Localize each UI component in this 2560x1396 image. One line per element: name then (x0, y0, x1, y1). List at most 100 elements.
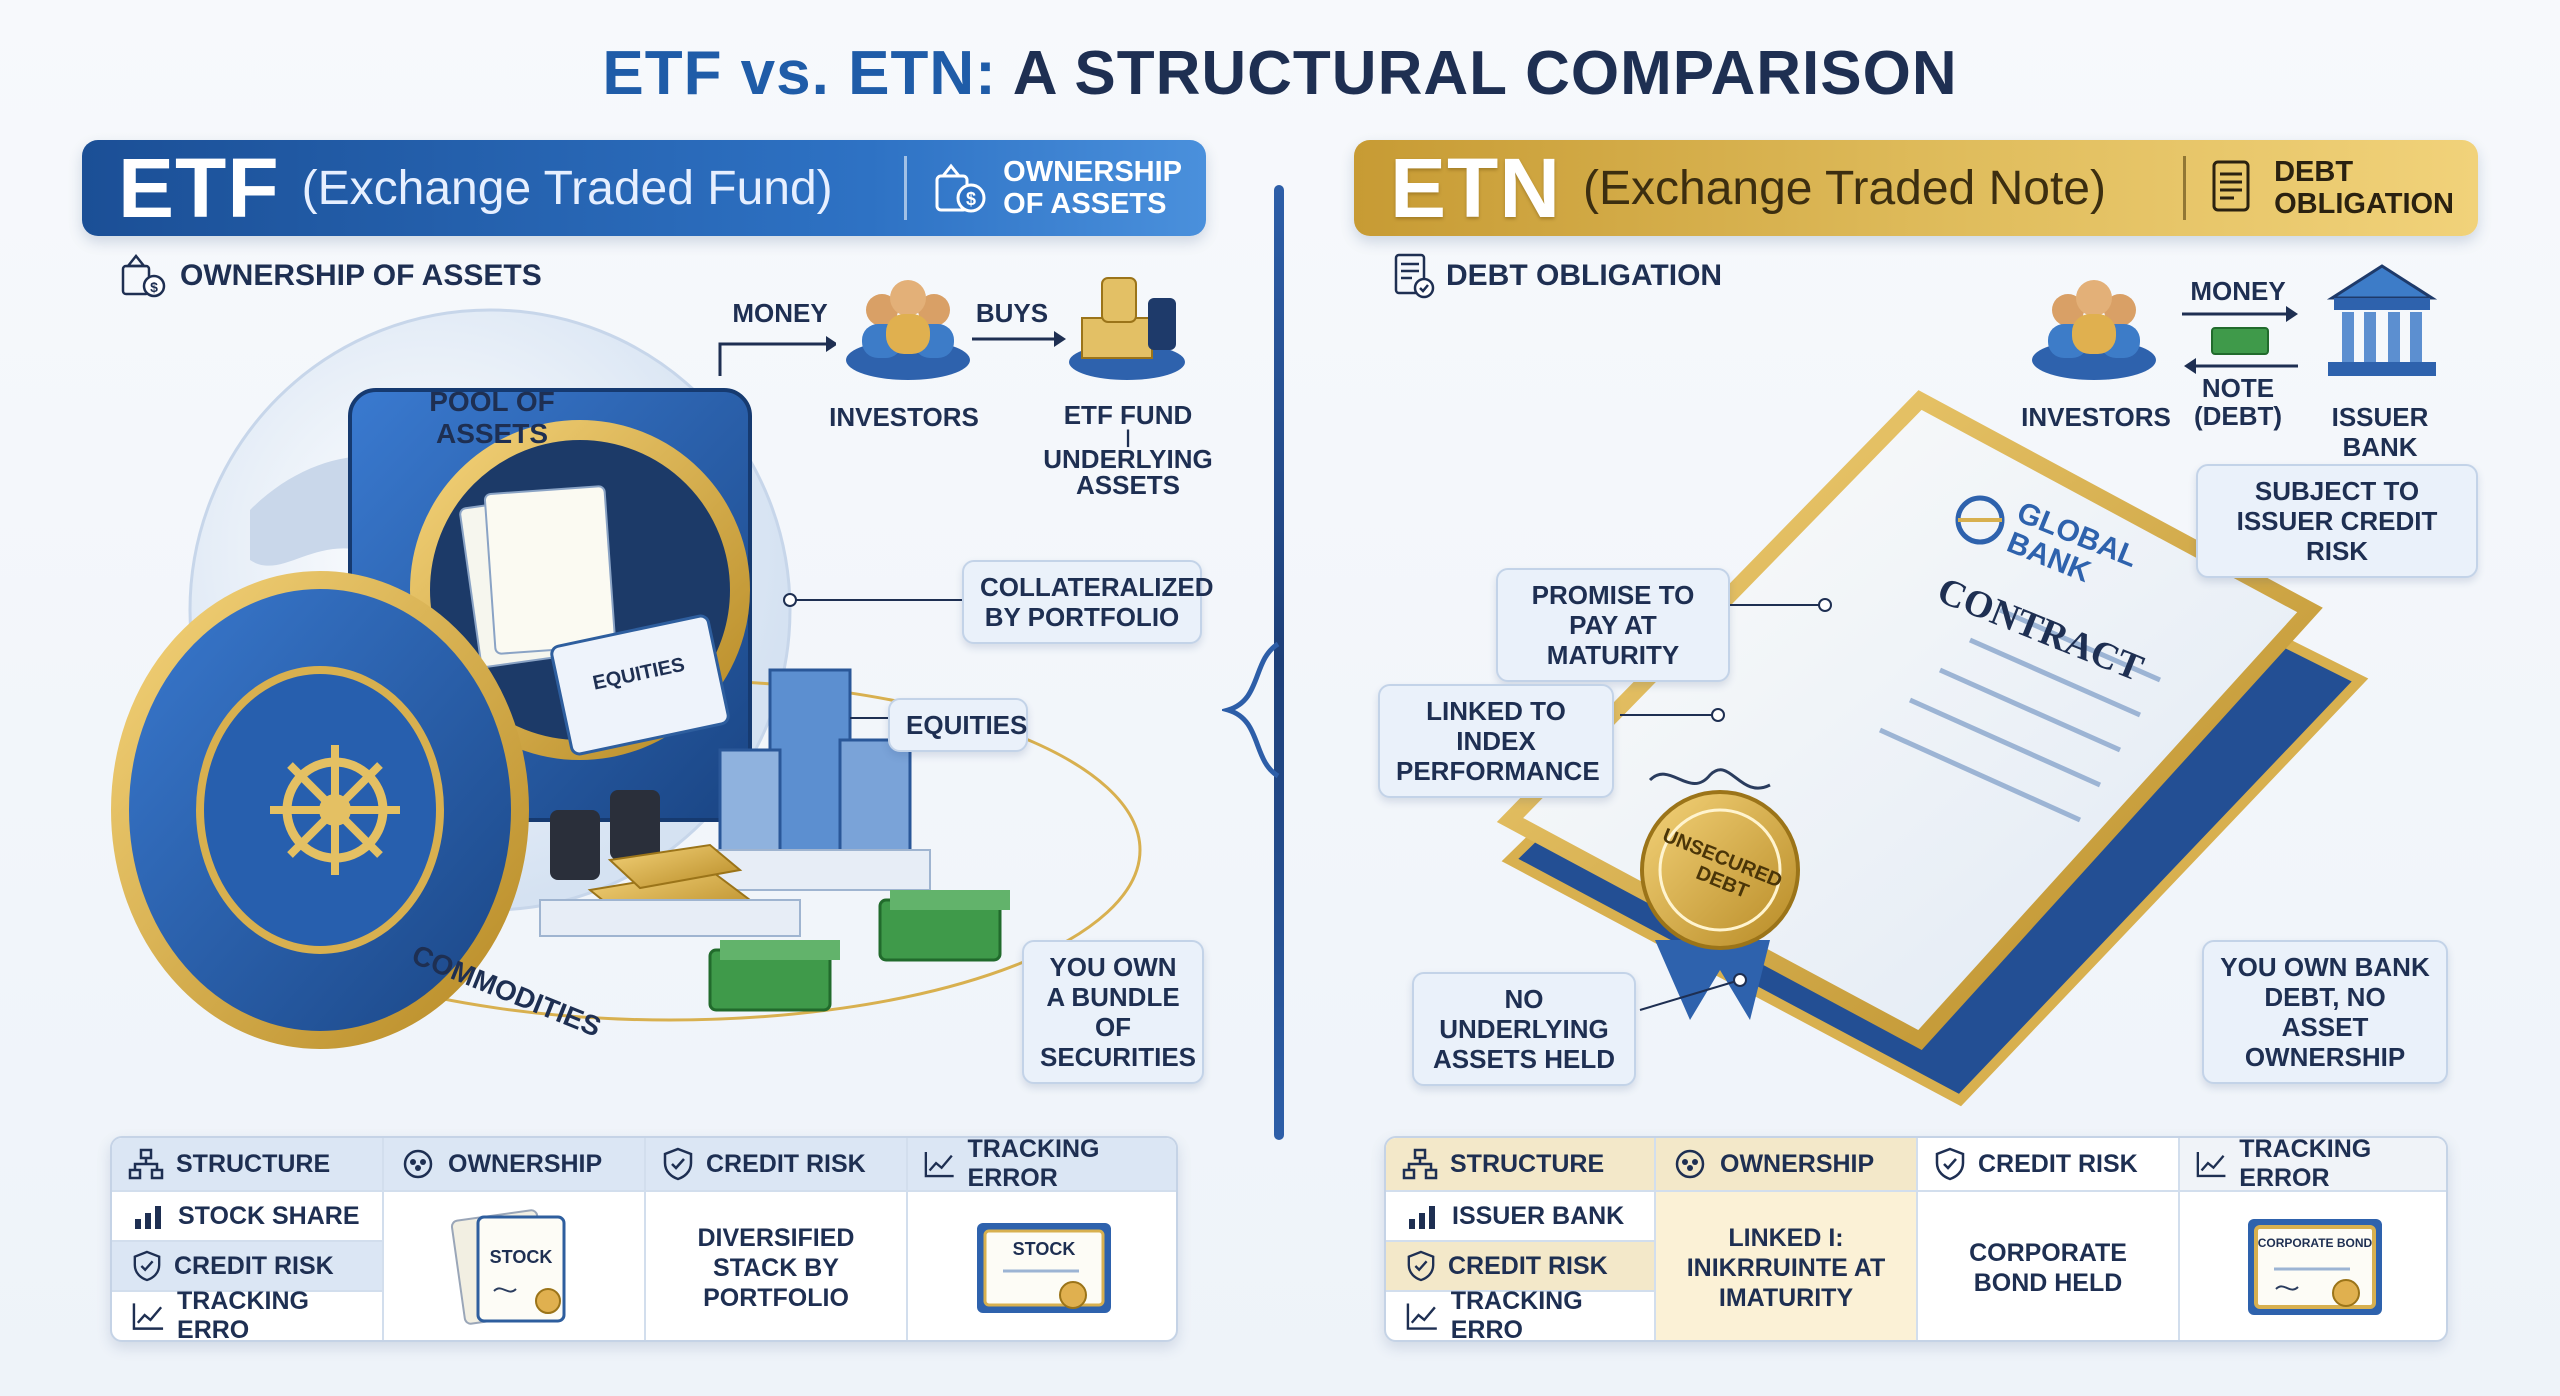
hdr-text: STRUCTURE (1450, 1149, 1605, 1178)
gold-bars (539, 843, 801, 937)
row-text: TRACKING ERRO (177, 1287, 309, 1342)
flow-buys-label: BUYS (975, 298, 1049, 328)
line-chart-icon (1406, 1303, 1437, 1330)
shield-icon (1935, 1147, 1965, 1181)
etn-hdr-structure: STRUCTURE (1386, 1138, 1656, 1190)
fund-sep: | (1125, 427, 1131, 447)
etf-hdr-structure: STRUCTURE (112, 1138, 384, 1190)
hdr-text: TRACKING ERROR (2239, 1136, 2372, 1192)
stock-certificate-icon: STOCK (977, 1223, 1111, 1313)
center-divider (1274, 185, 1284, 1140)
svg-text:$: $ (150, 279, 158, 295)
etn-section-text: DEBT OBLIGATION (1446, 259, 1723, 292)
etn-header-tag: DEBT OBLIGATION (2208, 156, 2454, 220)
cash-stacks (708, 890, 1010, 1012)
fund-assets: ASSETS (1075, 470, 1181, 500)
etn-header-bar: ETN (Exchange Traded Note) DEBT OBLIGATI… (1354, 140, 2478, 236)
etn-cell-linked: LINKED I: INIKRRUINTE AT IMATURITY (1656, 1190, 1918, 1340)
etf-comparison-table: STRUCTURE OWNERSHIP CREDIT RISK TRACKING… (110, 1136, 1178, 1342)
etn-illustration: GLOBAL BANK CONTRACT UNSECURED DEBT (1496, 390, 2369, 1107)
callout-linked-index: LINKED TO INDEX PERFORMANCE (1378, 684, 1614, 798)
callout-promise-to-pay: PROMISE TO PAY AT MATURITY (1496, 568, 1730, 682)
etf-header-divider (904, 156, 908, 220)
etn-flow-money-label: MONEY (2190, 276, 2286, 306)
vault-documents: EQUITIES (459, 485, 730, 756)
document-icon (2212, 160, 2250, 212)
buildings (699, 668, 931, 891)
ownership-icon: $ (935, 163, 986, 213)
row-text: CREDIT RISK (1448, 1251, 1608, 1280)
etn-flow-issuer-label: ISSUER BANK (2331, 402, 2429, 462)
etf-tag-line2: OF ASSETS (1003, 188, 1167, 220)
buys-arrow (972, 331, 1066, 347)
etn-tag-line2: OBLIGATION (2274, 188, 2454, 220)
row-text: CREDIT RISK (174, 1251, 334, 1280)
fund-underlying: UNDERLYING (1043, 444, 1213, 474)
title-part2: A STRUCTURAL COMPARISON (1012, 39, 1958, 108)
etn-row-issuer-bank: ISSUER BANK (1386, 1190, 1656, 1240)
hdr-text: STRUCTURE (176, 1149, 331, 1178)
etf-tag-line1: OWNERSHIP (1003, 156, 1182, 188)
etf-row-stock-share: STOCK SHARE (112, 1190, 384, 1240)
hdr-text: CREDIT RISK (706, 1149, 866, 1178)
flow-investors-label: INVESTORS (829, 402, 979, 432)
etn-header-divider (2183, 156, 2187, 220)
etf-cell-stock-cert: STOCK (908, 1190, 1176, 1340)
ownership-group-icon (1675, 1149, 1705, 1179)
shield-icon (1407, 1250, 1435, 1282)
etf-abbr: ETF (118, 140, 280, 235)
etn-row-credit-risk: CREDIT RISK (1386, 1240, 1656, 1290)
etf-header-tag: $ OWNERSHIP OF ASSETS (929, 156, 1182, 220)
row-text: STOCK SHARE (178, 1201, 360, 1230)
etn-cell-corporate-bond: CORPORATE BOND HELD (1918, 1190, 2180, 1340)
etn-investors-icon (2032, 280, 2156, 380)
etn-flow-investors-label: INVESTORS (2021, 402, 2171, 432)
callout-equities: EQUITIES (888, 698, 1028, 752)
etf-row-credit-risk: CREDIT RISK (112, 1240, 384, 1290)
etn-row-tracking: TRACKING ERRO (1386, 1287, 1656, 1342)
contract-paper (1496, 390, 2323, 1051)
row-text: ISSUER BANK (1452, 1201, 1625, 1230)
note-debt-label: (DEBT) (2193, 401, 2283, 431)
etn-comparison-table: STRUCTURE OWNERSHIP CREDIT RISK TRACKING… (1384, 1136, 2448, 1342)
etn-abbr: ETN (1390, 140, 1561, 235)
page-title: ETF vs. ETN: A STRUCTURAL COMPARISON (0, 38, 2560, 109)
row-text: TRACKING ERRO (1450, 1287, 1583, 1342)
bond-cert-label: CORPORATE BOND (2258, 1236, 2373, 1250)
hdr-text: OWNERSHIP (1720, 1149, 1875, 1178)
etf-section-text: OWNERSHIP OF ASSETS (180, 259, 542, 292)
divider-bracket (1222, 641, 1280, 779)
flow-fund-label: ETF FUND | UNDERLYING ASSETS (1040, 402, 1216, 498)
etn-cell-bond-cert: CORPORATE BOND (2180, 1190, 2446, 1340)
money-note-arrows (2182, 306, 2298, 374)
callout-bundle: YOU OWN A BUNDLE OF SECURITIES (1022, 940, 1204, 1084)
etf-section-label: $ OWNERSHIP OF ASSETS (118, 252, 542, 300)
etf-illustration: EQUITIES COMMODITIES (111, 308, 1142, 1049)
callout-no-underlying: NO UNDERLYING ASSETS HELD (1412, 972, 1636, 1086)
etf-row-tracking: TRACKING ERRO (112, 1287, 384, 1342)
hdr-text: TRACKING ERROR (967, 1136, 1100, 1192)
line-chart-icon (924, 1151, 954, 1178)
note-label: NOTE (2201, 373, 2275, 403)
etn-section-label: DEBT OBLIGATION (1392, 252, 1722, 300)
corporate-bond-certificate-icon: CORPORATE BOND (2248, 1219, 2382, 1315)
shield-icon (663, 1147, 693, 1181)
callout-collateralized: COLLATERALIZED BY PORTFOLIO (962, 560, 1214, 644)
shield-icon (133, 1250, 161, 1282)
stock-document-icon: STOCK (450, 1209, 566, 1325)
etf-fund-icon (1069, 277, 1185, 380)
structure-icon (128, 1148, 164, 1180)
etn-tag-line1: DEBT (2274, 156, 2354, 188)
stock-doc-label: STOCK (490, 1247, 553, 1267)
money-arrow (718, 336, 836, 376)
title-part1: ETF vs. ETN: (602, 39, 997, 108)
hdr-text: CREDIT RISK (1978, 1149, 2138, 1178)
investors-icon (846, 280, 970, 380)
etf-full-name: (Exchange Traded Fund) (301, 161, 833, 215)
etf-hdr-credit-risk: CREDIT RISK (646, 1138, 908, 1190)
etf-cell-diversified: DIVERSIFIED STACK BY PORTFOLIO (646, 1190, 908, 1340)
debt-document-icon (1394, 253, 1435, 299)
unsecured-debt-seal: UNSECURED DEBT (1640, 790, 1800, 1020)
fund-name: ETF FUND (1063, 400, 1193, 430)
svg-text:$: $ (966, 189, 976, 209)
